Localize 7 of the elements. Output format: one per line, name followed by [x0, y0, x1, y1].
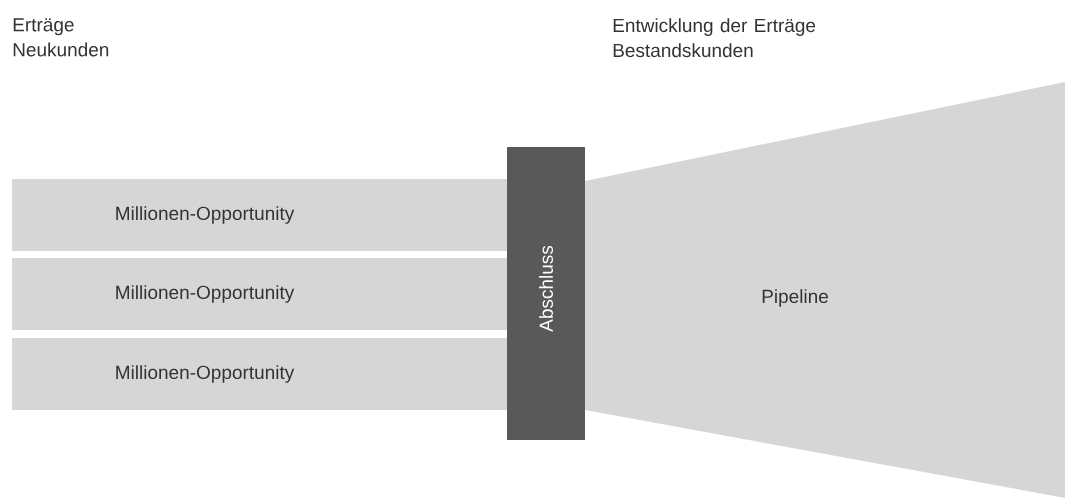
opportunity-bar: Millionen-Opportunity — [12, 258, 507, 330]
heading: Entwicklung der Erträge Bestandskunden — [613, 18, 816, 58]
pipeline-funnel: Pipeline — [585, 82, 1065, 498]
heading: Erträge Neukunden — [13, 18, 109, 57]
closing-bar: Abschluss — [507, 147, 585, 440]
opportunity-bar: Millionen-Opportunity — [12, 179, 507, 251]
opportunity-bar: Millionen-Opportunity — [12, 338, 507, 410]
